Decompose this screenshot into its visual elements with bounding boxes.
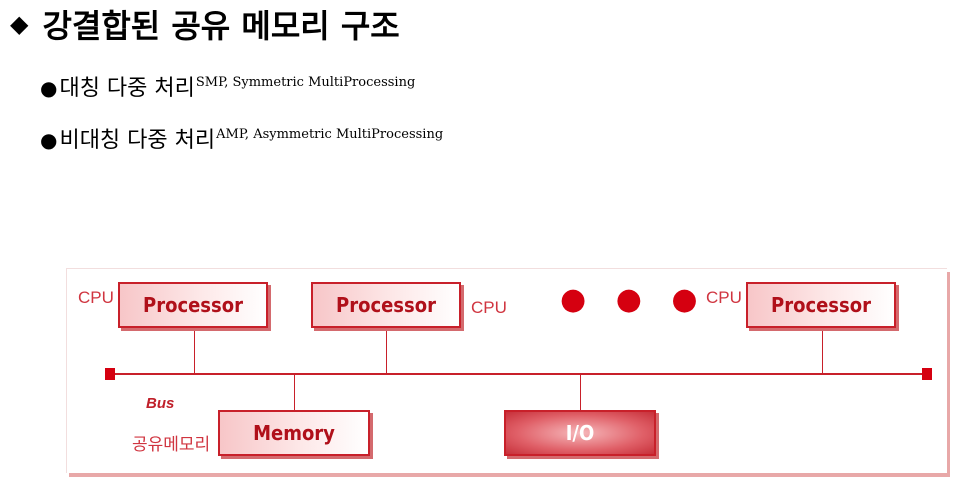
page-title: ◆ 강결합된 공유 메모리 구조: [10, 2, 400, 46]
page-title-text: 강결합된 공유 메모리 구조: [42, 7, 400, 45]
cpu-tag-3: CPU: [706, 288, 742, 307]
io-connector: [580, 374, 581, 410]
bus-end-right: [922, 368, 932, 380]
bus-label: Bus: [146, 395, 175, 412]
io-label: I/O: [565, 421, 595, 445]
bullet-amp: ● 비대칭 다중 처리 AMP, Asymmetric MultiProcess…: [40, 122, 443, 154]
more-processors-ellipsis: ● ● ●: [560, 282, 708, 317]
processor-3-connector: [822, 328, 823, 374]
processor-1-connector: [194, 328, 195, 374]
processor-3-label: Processor: [771, 293, 871, 317]
bullet-amp-sup: AMP, Asymmetric MultiProcessing: [216, 127, 444, 142]
shared-memory-tag: 공유메모리: [132, 435, 211, 454]
bullet-smp: ● 대칭 다중 처리 SMP, Symmetric MultiProcessin…: [40, 70, 415, 102]
cpu-tag-1: CPU: [78, 288, 114, 307]
system-bus: [110, 373, 928, 375]
bullet-amp-text: 비대칭 다중 처리: [59, 128, 216, 153]
diamond-bullet-icon: ◆: [10, 10, 29, 38]
circle-bullet-icon: ●: [40, 76, 58, 100]
cpu-tag-2: CPU: [471, 298, 507, 317]
processor-box-2: Processor: [311, 282, 461, 328]
processor-2-connector: [386, 328, 387, 374]
io-box: I/O: [504, 410, 656, 456]
memory-label: Memory: [253, 421, 335, 445]
memory-box: Memory: [218, 410, 370, 456]
processor-2-label: Processor: [336, 293, 436, 317]
memory-connector: [294, 374, 295, 410]
bullet-smp-text: 대칭 다중 처리: [59, 76, 195, 101]
circle-bullet-icon: ●: [40, 128, 58, 152]
processor-box-3: Processor: [746, 282, 896, 328]
bus-end-left: [105, 368, 115, 380]
bullet-smp-sup: SMP, Symmetric MultiProcessing: [195, 75, 416, 90]
processor-box-1: Processor: [118, 282, 268, 328]
processor-1-label: Processor: [143, 293, 243, 317]
